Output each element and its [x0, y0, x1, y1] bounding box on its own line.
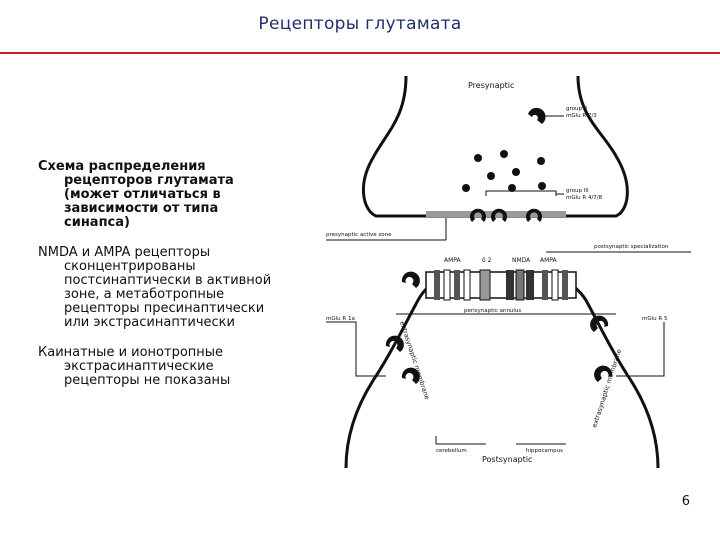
- mglur-left-label: mGlu R 1a: [326, 316, 355, 322]
- presynaptic-label: Presynaptic: [468, 81, 514, 90]
- presynaptic-active-zone-band: [426, 211, 566, 217]
- ampa-receptor-icon: [542, 270, 548, 300]
- vesicle: [462, 184, 470, 192]
- vesicle: [537, 157, 545, 165]
- postsynaptic-label: Postsynaptic: [482, 455, 532, 464]
- page-number: 6: [681, 494, 690, 509]
- title-divider: [0, 52, 720, 54]
- ampa-receptor-icon: [454, 270, 460, 300]
- mglur-right-label: mGlu R 5: [642, 316, 668, 322]
- mglur-left-icon: [401, 271, 420, 288]
- annulus-label: perisynaptic annulus: [464, 308, 521, 314]
- group2-sublabel: mGlu R 2/3: [566, 113, 597, 119]
- mglur-left-icon: [401, 367, 420, 384]
- vesicle: [508, 184, 516, 192]
- vesicle: [512, 168, 520, 176]
- hippocampus-label: hippocampus: [526, 448, 563, 454]
- ampa-receptor-icon: [463, 269, 471, 301]
- presynaptic-receptor-icon: [491, 208, 507, 222]
- postsynaptic-density: [425, 271, 577, 299]
- presynaptic-receptor-icon: [470, 208, 486, 222]
- delta2-receptor-icon: [479, 269, 491, 301]
- synapse-diagram: Presynaptic group II mGlu R 2/3 group II…: [316, 75, 691, 469]
- mglur-receptors: [385, 271, 613, 384]
- presynaptic-receptor-icon: [526, 208, 542, 222]
- nmda-receptor-icon: [526, 270, 534, 300]
- group3-label: group III: [566, 188, 589, 194]
- note-schema: Схема распределения рецепторов глутамата…: [38, 159, 234, 230]
- mglur-right-icon: [590, 315, 609, 332]
- vesicle: [474, 154, 482, 162]
- nmda-receptor-icon: [506, 270, 514, 300]
- group2-receptor-icon: [528, 107, 546, 124]
- cerebellum-label: cerebellum: [436, 448, 467, 454]
- vesicle: [487, 172, 495, 180]
- ampa-receptor-icon: [562, 270, 568, 300]
- group2-label: group II: [566, 106, 587, 112]
- note-kainate: Каинатные и ионотропные экстрасинаптичес…: [38, 345, 231, 388]
- ampa-left-label: AMPA: [444, 257, 462, 264]
- delta2-label: δ 2: [482, 257, 492, 264]
- specialization-label: postsynaptic specialization: [594, 244, 669, 250]
- slide-title: Рецепторы глутамата: [258, 14, 462, 34]
- nmda-label: NMDA: [512, 257, 531, 264]
- mglur-right-leader: [616, 322, 665, 377]
- nmda-receptor-icon: [515, 269, 525, 301]
- ampa-right-label: AMPA: [540, 257, 558, 264]
- synaptic-vesicles: [462, 150, 546, 192]
- ampa-receptor-icon: [443, 269, 451, 301]
- note-nmda-ampa: NMDA и AMPA рецепторы сконцентрированы п…: [38, 245, 272, 330]
- ampa-receptor-icon: [551, 269, 559, 301]
- mglur-right-icon: [594, 365, 613, 382]
- ionotropic-receptors: [434, 269, 568, 301]
- active-zone-label: presynaptic active zone: [326, 232, 392, 238]
- active-zone-receptors: [470, 208, 542, 222]
- notes-panel: Схема распределения рецепторов глутамата…: [38, 160, 283, 404]
- ampa-receptor-icon: [434, 270, 440, 300]
- mglur-left-leader: [326, 321, 386, 377]
- vesicle: [538, 182, 546, 190]
- mglur-left-icon: [385, 335, 404, 352]
- group3-sublabel: mGlu R 4/7/8: [566, 195, 603, 201]
- vesicle: [500, 150, 508, 158]
